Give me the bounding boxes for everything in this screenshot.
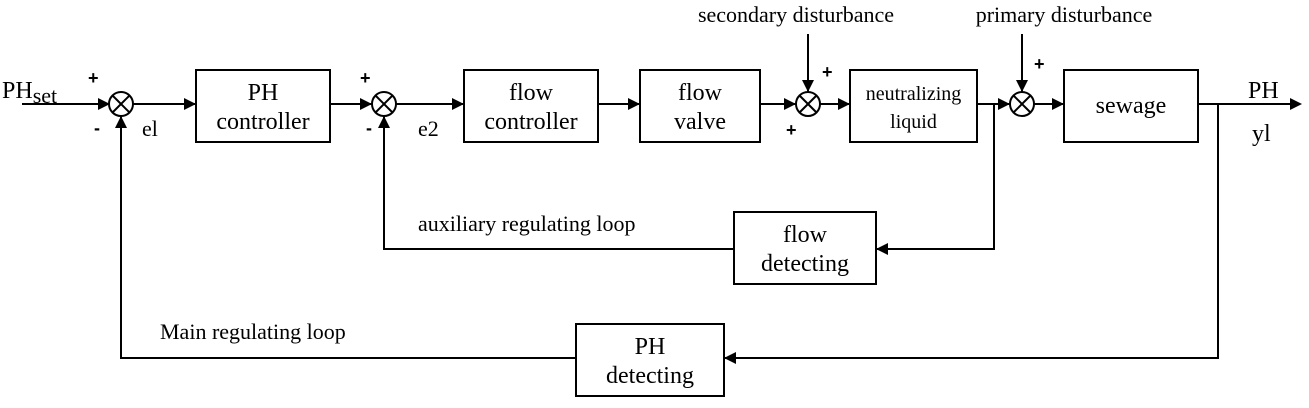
main-loop-label: Main regulating loop (160, 319, 346, 344)
ph-controller-label-2: controller (216, 109, 309, 135)
ph-detecting-label-2: detecting (606, 363, 694, 389)
auxiliary-loop-label: auxiliary regulating loop (418, 211, 636, 236)
flow-valve-block: flow valve (639, 69, 761, 143)
sum1-minus-sign: - (94, 118, 100, 138)
sewage-label: sewage (1096, 93, 1167, 119)
summing-junction-1 (108, 91, 134, 117)
arrow-into-neutralizing-liquid (838, 98, 850, 110)
arrow-main-feedback-up (115, 116, 127, 128)
junction-signs: + - + - + + + (88, 54, 1045, 140)
arrow-into-ph-detecting (724, 352, 736, 364)
flow-detecting-label-2: detecting (761, 251, 849, 277)
summing-junction-4 (1009, 91, 1035, 117)
flow-detecting-label-1: flow (783, 222, 828, 248)
primary-disturbance-label: primary disturbance (976, 2, 1153, 27)
arrowheads (98, 80, 1302, 364)
arrow-primary-disturbance (1016, 80, 1028, 92)
arrow-into-flow-detecting (876, 243, 888, 255)
ph-controller-label-1: PH (248, 80, 279, 106)
arrow-into-flow-valve (628, 98, 640, 110)
arrow-into-flow-controller (452, 98, 464, 110)
e1-label: el (142, 116, 158, 141)
arrow-into-sum1 (98, 98, 110, 110)
ph-output-label: PH (1248, 78, 1279, 104)
neutralizing-liquid-label-2: liquid (890, 111, 937, 133)
arrow-into-ph-controller (184, 98, 196, 110)
summing-junction-2 (371, 91, 397, 117)
arrow-into-sewage (1052, 98, 1064, 110)
flow-valve-label-2: valve (674, 109, 726, 135)
ph-set-label: PHset (2, 78, 57, 108)
sewage-block: sewage (1063, 69, 1199, 143)
sum2-minus-sign: - (366, 118, 372, 138)
arrow-into-sum2 (360, 98, 372, 110)
arrow-secondary-disturbance (802, 80, 814, 92)
sum3-bottom-plus-sign: + (786, 120, 797, 140)
sum3-top-plus-sign: + (822, 62, 833, 82)
sum4-plus-sign: + (1034, 54, 1045, 74)
arrow-inner-feedback-up (378, 116, 390, 128)
flow-controller-label-2: controller (484, 109, 577, 135)
sum2-plus-sign: + (360, 68, 371, 88)
flow-detecting-block: flow detecting (733, 211, 877, 285)
y1-label: yl (1252, 121, 1271, 147)
arrow-into-sum3 (784, 98, 796, 110)
secondary-disturbance-label: secondary disturbance (698, 2, 894, 27)
ph-detecting-label-1: PH (635, 334, 666, 360)
flow-controller-block: flow controller (463, 69, 599, 143)
neutralizing-liquid-block: neutralizing liquid (849, 69, 978, 143)
e2-label: e2 (418, 116, 439, 141)
neutralizing-liquid-label-1: neutralizing (866, 83, 962, 105)
ph-detecting-block: PH detecting (575, 323, 725, 397)
arrow-into-sum4 (998, 98, 1010, 110)
summing-junction-3 (795, 91, 821, 117)
sum1-plus-sign: + (88, 68, 99, 88)
ph-set-sub: set (33, 83, 57, 108)
flow-valve-label-1: flow (678, 80, 723, 106)
ph-set-main: PH (2, 78, 33, 104)
flow-controller-label-1: flow (509, 80, 554, 106)
signal-lines (22, 34, 1300, 359)
ph-controller-block: PH controller (195, 69, 331, 143)
arrow-output (1290, 98, 1302, 110)
